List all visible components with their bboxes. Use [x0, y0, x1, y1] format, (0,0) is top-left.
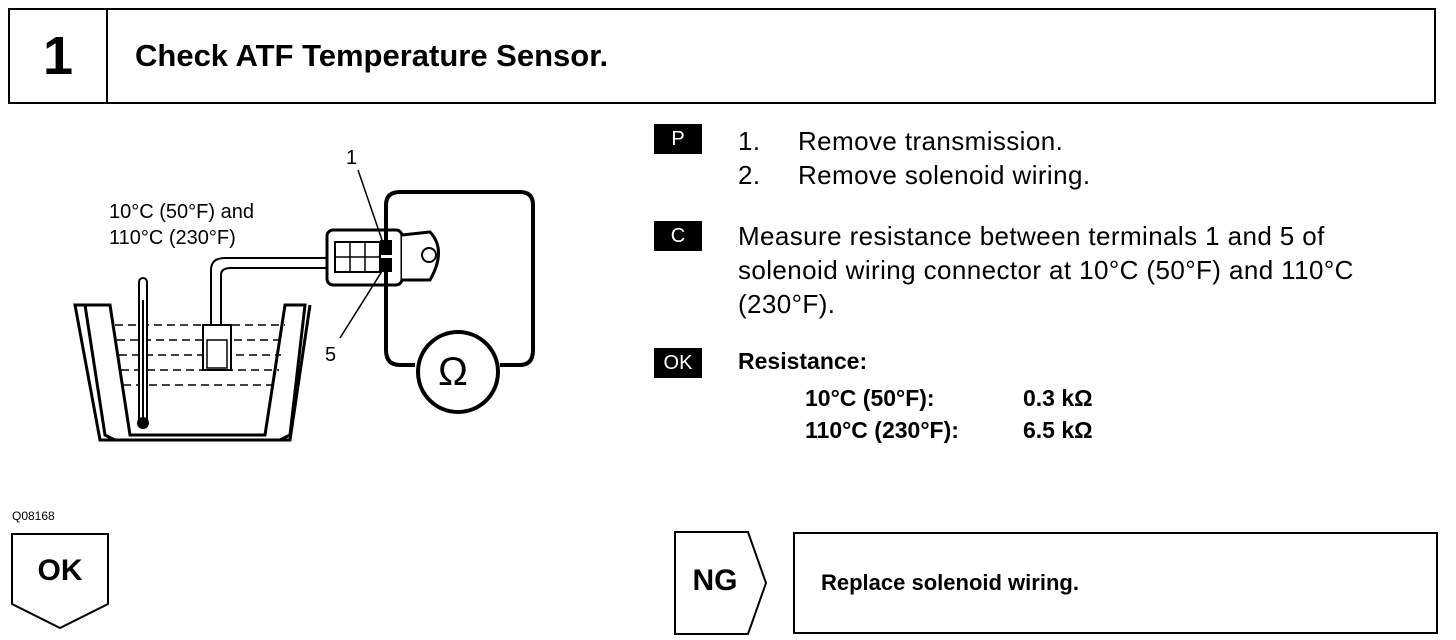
- check-line-1: Measure resistance between terminals 1 a…: [738, 221, 1325, 251]
- step-number: 1: [10, 10, 108, 102]
- ohm-symbol: Ω: [438, 350, 468, 394]
- meter-lead-5: [384, 272, 415, 367]
- step-text: Remove transmission.: [798, 126, 1064, 156]
- water-container: [83, 303, 307, 442]
- terminal-1-label: 1: [346, 147, 358, 169]
- step-text: Remove solenoid wiring.: [798, 160, 1091, 190]
- procedure-steps: 1. Remove transmission. 2. Remove solenoid…: [738, 124, 1090, 192]
- resistance-spec-table: 10°C (50°F): 0.3 kΩ 110°C (230°F): 6.5 kΩ: [805, 382, 1093, 446]
- ohmmeter-icon: [416, 330, 500, 414]
- ng-action-box: Replace solenoid wiring.: [793, 532, 1438, 634]
- resistance-heading: Resistance:: [738, 348, 868, 374]
- ok-result-badge: OK: [10, 532, 110, 632]
- spec-value: 0.3 kΩ: [1023, 385, 1093, 411]
- step-header: 1 Check ATF Temperature Sensor.: [8, 8, 1436, 104]
- sensor-diagram: [73, 169, 535, 442]
- check-line-2: solenoid wiring connector at 10°C (50°F)…: [738, 255, 1354, 285]
- temp-label-line1: 10°C (50°F) and: [109, 201, 254, 223]
- spec-condition: 110°C (230°F):: [805, 417, 959, 443]
- ng-result-badge: NG: [673, 530, 768, 636]
- terminal-5-label: 5: [325, 344, 337, 366]
- ng-action-text: Replace solenoid wiring.: [821, 570, 1079, 595]
- spec-row: 110°C (230°F): 6.5 kΩ: [805, 414, 1093, 446]
- temp-label-line2: 110°C (230°F): [109, 227, 236, 249]
- check-instruction: Measure resistance between terminals 1 a…: [738, 219, 1438, 321]
- step-num: 1.: [738, 126, 761, 156]
- check-line-3: (230°F).: [738, 289, 836, 319]
- procedure-tag: P: [654, 124, 702, 154]
- step-num: 2.: [738, 160, 761, 190]
- spec-value: 6.5 kΩ: [1023, 417, 1093, 443]
- ng-badge-shape: [674, 531, 768, 635]
- procedure-step: 2. Remove solenoid wiring.: [738, 158, 1090, 192]
- procedure-step: 1. Remove transmission.: [738, 124, 1090, 158]
- figure-id: Q08168: [12, 509, 55, 523]
- meter-lead-1: [384, 190, 535, 367]
- ok-badge-shape: [11, 533, 109, 630]
- thermometer-icon: [137, 277, 149, 429]
- solenoid-connector: [325, 228, 440, 287]
- temperature-sensor: [202, 295, 232, 371]
- sensor-test-illustration: 10°C (50°F) and 110°C (230°F) 1 5 Ω: [55, 140, 555, 445]
- ok-label: OK: [37, 554, 83, 587]
- spec-row: 10°C (50°F): 0.3 kΩ: [805, 382, 1093, 414]
- check-tag: C: [654, 221, 702, 251]
- step-title: Check ATF Temperature Sensor.: [135, 38, 609, 73]
- spec-condition: 10°C (50°F):: [805, 385, 935, 411]
- ok-tag: OK: [654, 348, 702, 378]
- ng-label: NG: [692, 564, 738, 597]
